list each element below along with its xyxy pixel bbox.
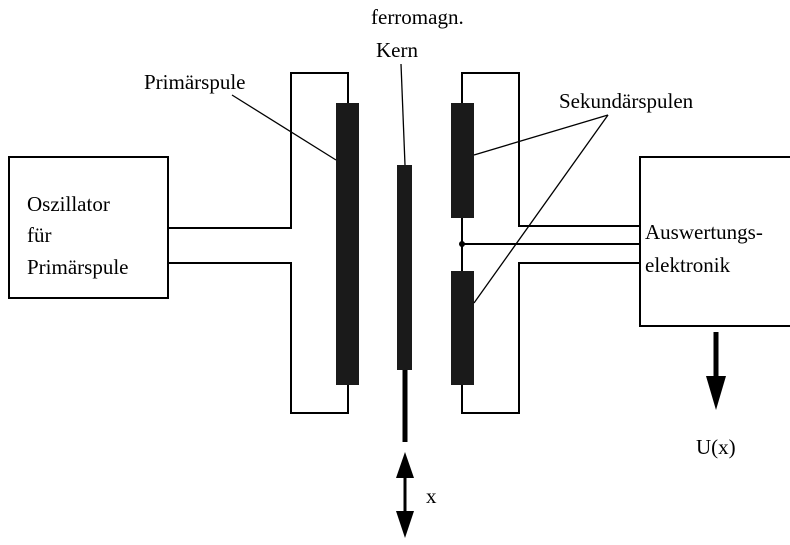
secondary-coil-lower	[451, 271, 474, 385]
core-label-line1: ferromagn.	[371, 5, 464, 29]
secondary-leader-upper	[473, 114, 609, 156]
displacement-arrow-up-head	[396, 452, 414, 478]
secondary-coils-label: Sekundärspulen	[559, 89, 694, 113]
core-label-leader	[400, 63, 406, 166]
electronics-label-line1: Auswertungs-	[645, 220, 763, 244]
electronics-label-line2: elektronik	[645, 253, 731, 277]
secondary-wire-bottom	[461, 262, 640, 414]
secondary-coil-upper	[451, 103, 474, 218]
primary-wire-lower	[168, 262, 349, 414]
primary-wire-upper	[168, 72, 349, 229]
oscillator-label-line1: Oszillator	[27, 192, 110, 216]
displacement-arrow-down-head	[396, 511, 414, 538]
displacement-label: x	[426, 484, 437, 508]
primary-coil-label: Primärspule	[144, 70, 245, 94]
output-arrow-head	[706, 376, 726, 410]
secondary-junction-dot	[459, 241, 465, 247]
secondary-leader-lower	[473, 114, 609, 304]
core-label-line2: Kern	[376, 38, 418, 62]
ferromagnetic-core	[397, 165, 412, 370]
primary-coil	[336, 103, 359, 385]
primary-coil-leader	[231, 94, 337, 161]
oscillator-label-line2: für	[27, 223, 52, 247]
electronics-box	[639, 156, 790, 327]
oscillator-label-line3: Primärspule	[27, 255, 128, 279]
secondary-wire-top	[461, 72, 640, 227]
output-label: U(x)	[696, 435, 736, 459]
